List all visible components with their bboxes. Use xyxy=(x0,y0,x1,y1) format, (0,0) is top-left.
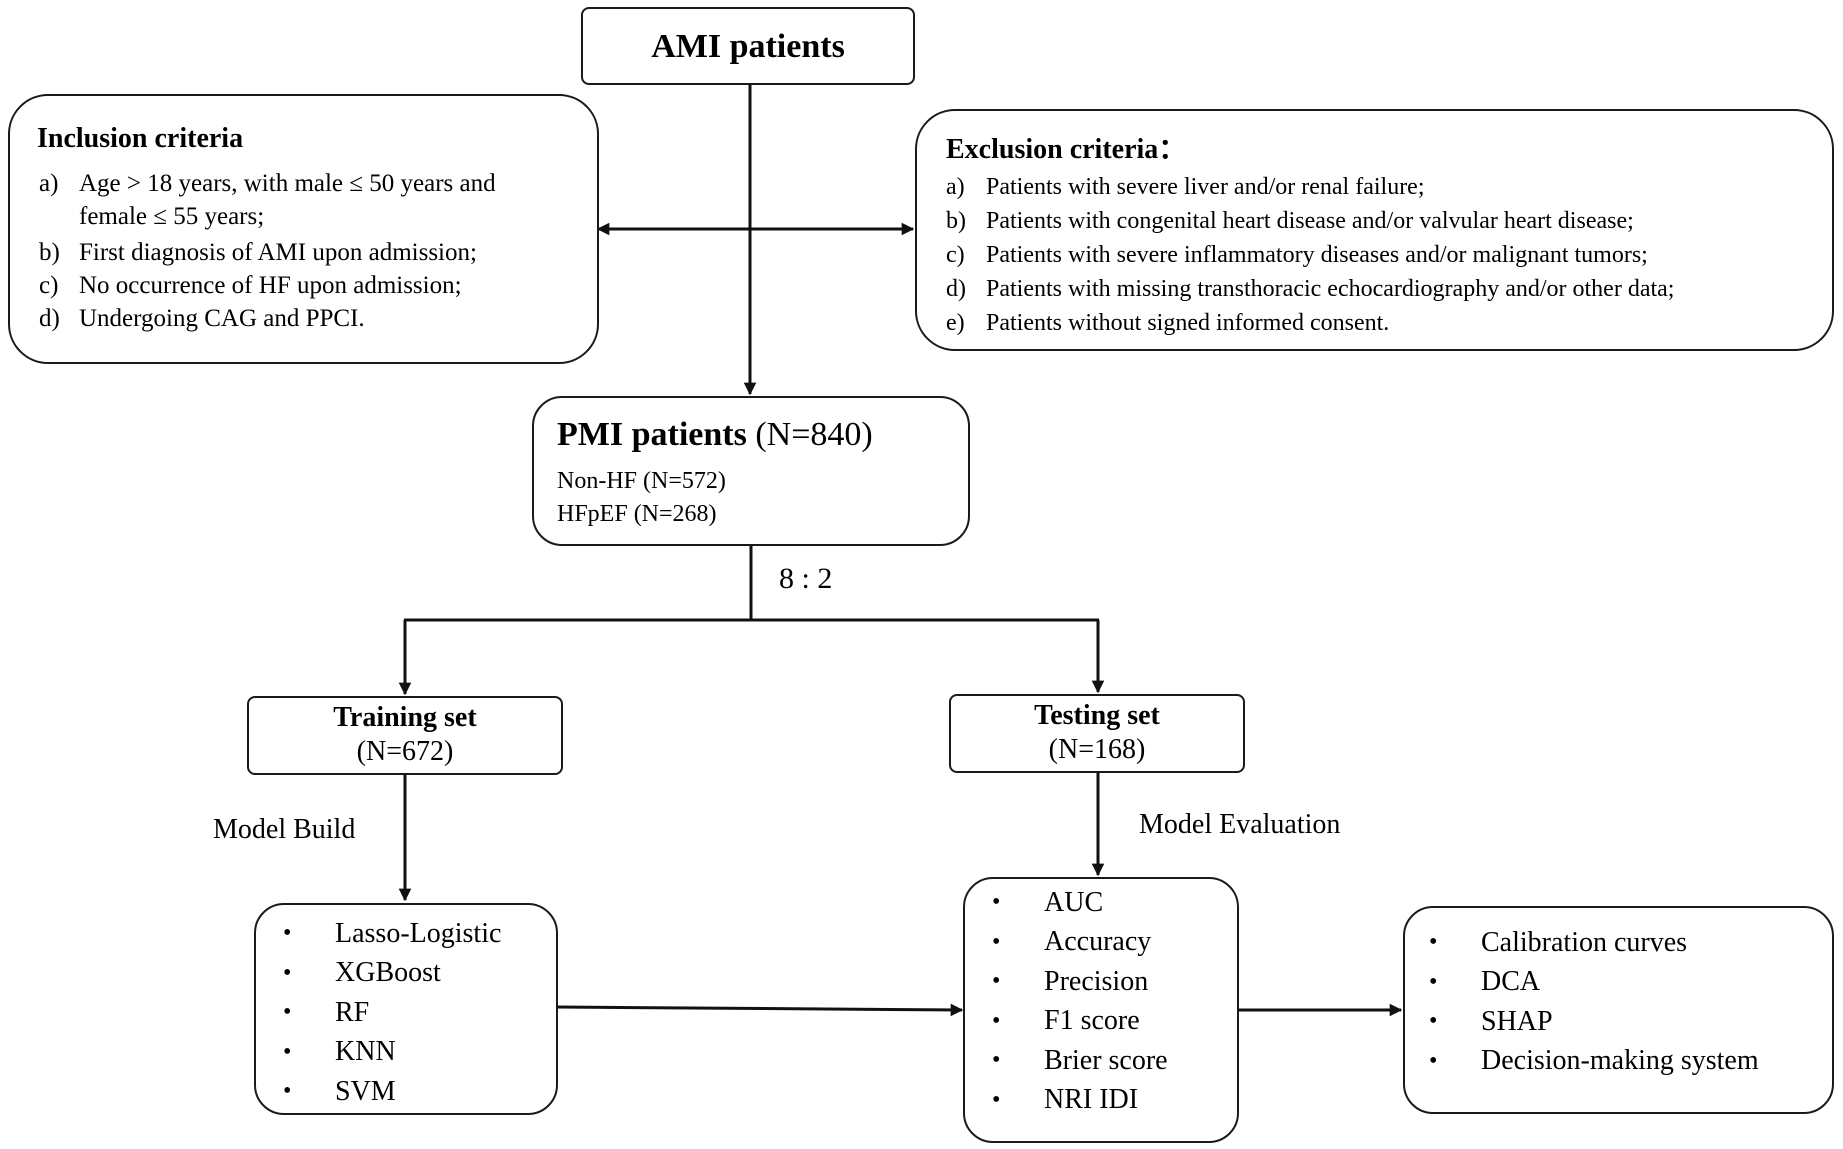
exclusion-criteria-box: Exclusion criteria： a)Patients with seve… xyxy=(915,109,1834,351)
testing-set-count: (N=168) xyxy=(1048,734,1146,765)
models-list: •Lasso-Logistic •XGBoost •RF •KNN •SVM xyxy=(283,914,501,1112)
testing-set-title: Testing set xyxy=(1034,700,1160,731)
model-item: •RF xyxy=(283,996,370,1028)
exclusion-item: a)Patients with severe liver and/or rena… xyxy=(946,174,1425,200)
further-item: •Calibration curves xyxy=(1429,926,1688,958)
metric-item: •AUC xyxy=(992,886,1104,918)
ami-patients-box: AMI patients xyxy=(581,7,915,85)
metric-item: •Brier score xyxy=(992,1044,1168,1076)
metric-item: •Accuracy xyxy=(992,926,1152,958)
model-evaluation-label: Model Evaluation xyxy=(1139,809,1341,840)
inclusion-criteria-title: Inclusion criteria xyxy=(37,123,244,154)
models-box: •Lasso-Logistic •XGBoost •RF •KNN •SVM xyxy=(254,903,558,1115)
pmi-patients-box: PMI patients (N=840) Non-HF (N=572) HFpE… xyxy=(532,396,970,546)
model-item: •SVM xyxy=(283,1075,396,1107)
inclusion-criteria-list: a) Age > 18 years, with male ≤ 50 years … xyxy=(39,167,496,335)
metric-item: •F1 score xyxy=(992,1005,1140,1037)
inclusion-criteria-box: Inclusion criteria a) Age > 18 years, wi… xyxy=(8,94,599,364)
testing-set-box: Testing set (N=168) xyxy=(949,694,1245,773)
model-item: •XGBoost xyxy=(283,957,441,989)
pmi-non-hf-count: Non-HF (N=572) xyxy=(557,468,726,494)
pmi-hfpef-count: HFpEF (N=268) xyxy=(557,501,717,527)
metrics-list: •AUC •Accuracy •Precision •F1 score •Bri… xyxy=(992,883,1168,1120)
inclusion-item: c) No occurrence of HF upon admission; xyxy=(39,272,462,299)
further-item: •SHAP xyxy=(1429,1005,1553,1037)
arrow-models-to-metrics xyxy=(556,1003,964,1017)
pmi-patients-title: PMI patients xyxy=(557,416,747,453)
exclusion-criteria-list: a)Patients with severe liver and/or rena… xyxy=(946,170,1674,340)
training-set-title: Training set xyxy=(333,702,477,733)
further-analysis-box: •Calibration curves •DCA •SHAP •Decision… xyxy=(1403,906,1834,1114)
model-item: •KNN xyxy=(283,1036,396,1068)
metric-item: •Precision xyxy=(992,965,1149,997)
training-set-box: Training set (N=672) xyxy=(247,696,563,775)
pmi-patients-heading: PMI patients (N=840) xyxy=(557,416,873,454)
further-item: •Decision-making system xyxy=(1429,1045,1759,1077)
inclusion-item: a) Age > 18 years, with male ≤ 50 years … xyxy=(39,170,496,230)
ami-patients-title: AMI patients xyxy=(651,28,845,65)
inclusion-item: d) Undergoing CAG and PPCI. xyxy=(39,305,365,332)
model-item: •Lasso-Logistic xyxy=(283,917,502,949)
training-set-count: (N=672) xyxy=(356,736,454,767)
exclusion-item: d)Patients with missing transthoracic ec… xyxy=(946,276,1675,302)
exclusion-item: e)Patients without signed informed conse… xyxy=(946,310,1390,336)
split-ratio-label: 8 : 2 xyxy=(779,562,833,595)
model-build-label: Model Build xyxy=(213,814,356,845)
exclusion-criteria-title: Exclusion criteria： xyxy=(946,134,1187,165)
metric-item: •NRI IDI xyxy=(992,1084,1139,1116)
further-item: •DCA xyxy=(1429,966,1541,998)
exclusion-item: c)Patients with severe inflammatory dise… xyxy=(946,242,1648,268)
pmi-patients-count: (N=840) xyxy=(755,416,873,453)
inclusion-item: b) First diagnosis of AMI upon admission… xyxy=(39,239,477,266)
exclusion-item: b)Patients with congenital heart disease… xyxy=(946,208,1634,234)
metrics-box: •AUC •Accuracy •Precision •F1 score •Bri… xyxy=(963,877,1239,1143)
further-analysis-list: •Calibration curves •DCA •SHAP •Decision… xyxy=(1429,923,1759,1081)
